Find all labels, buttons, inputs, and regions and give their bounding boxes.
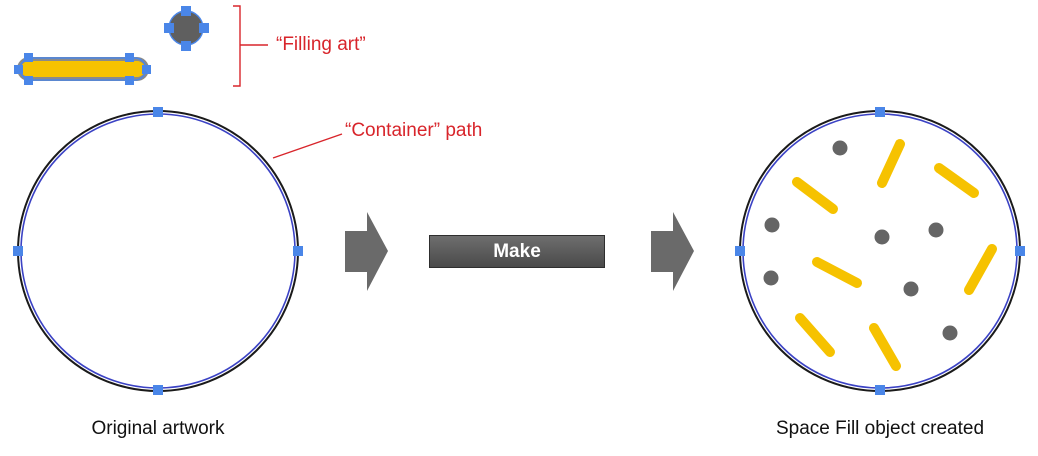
fill-dot: [942, 325, 958, 341]
anchor-handle: [875, 385, 885, 395]
fill-capsule: [869, 323, 901, 371]
container-leader-line: [272, 133, 343, 159]
anchor-handle: [164, 23, 174, 33]
capsule-filling-art[interactable]: [14, 53, 151, 85]
anchor-handle: [199, 23, 209, 33]
anchor-handle: [14, 65, 23, 74]
anchor-handle: [125, 76, 134, 85]
fill-capsule: [812, 257, 862, 288]
anchor-handle: [24, 76, 33, 85]
make-button[interactable]: Make: [429, 235, 605, 268]
dot-filling-art[interactable]: [164, 6, 209, 51]
anchor-handle: [142, 65, 151, 74]
anchor-handle: [24, 53, 33, 62]
original-artwork-caption: Original artwork: [91, 418, 225, 439]
anchor-handle: [153, 107, 163, 117]
anchor-handle: [1015, 246, 1025, 256]
anchor-handle: [125, 53, 134, 62]
fill-capsule: [934, 163, 979, 198]
original-container-circle[interactable]: [13, 107, 303, 395]
fill-capsule: [877, 139, 905, 188]
fill-capsule: [792, 177, 838, 214]
arrow-right-icon: [345, 212, 388, 291]
fill-capsule: [964, 244, 997, 295]
space-fill-result-caption: Space Fill object created: [775, 418, 985, 439]
fill-dot: [763, 270, 779, 286]
anchor-handle: [181, 6, 191, 16]
anchor-handle: [13, 246, 23, 256]
filling-art-bracket: [233, 5, 268, 87]
anchor-handle: [293, 246, 303, 256]
anchor-handle: [153, 385, 163, 395]
container-path-label: “Container” path: [345, 120, 483, 141]
fill-dot: [928, 222, 944, 238]
fill-dot: [903, 281, 919, 297]
fill-capsule: [795, 313, 835, 357]
anchor-handle: [735, 246, 745, 256]
filling-art-label: “Filling art”: [276, 34, 366, 55]
anchor-handle: [875, 107, 885, 117]
arrow-right-icon: [651, 212, 694, 291]
fill-dot: [874, 229, 890, 245]
fill-dot: [832, 140, 848, 156]
result-container-circle: [735, 107, 1025, 395]
anchor-handle: [181, 41, 191, 51]
fill-dot: [764, 217, 780, 233]
